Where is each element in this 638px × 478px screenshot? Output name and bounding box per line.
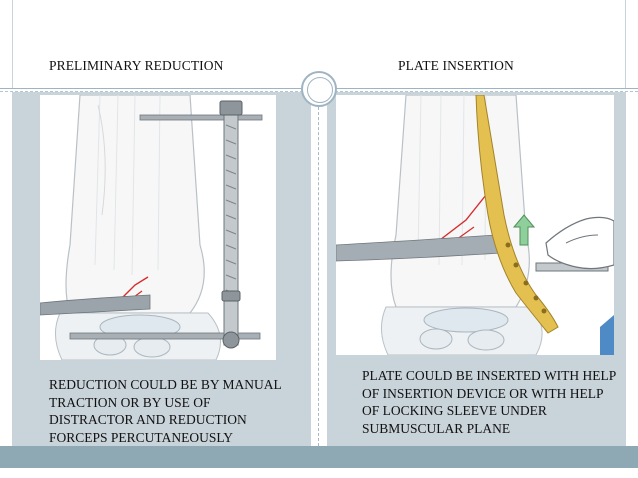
distractor-illustration [40, 95, 276, 360]
plate-insertion-illustration [336, 95, 614, 355]
left-heading: PRELIMINARY REDUCTION [49, 58, 224, 73]
left-caption: REDUCTION COULD BE BY MANUAL TRACTION OR… [49, 377, 282, 445]
right-heading: PLATE INSERTION [398, 58, 514, 73]
right-caption: PLATE COULD BE INSERTED WITH HELP OF INS… [362, 368, 616, 436]
distractor-drawing [40, 95, 263, 360]
footer-band [0, 446, 638, 468]
circle-ornament-icon [301, 71, 337, 107]
header-frame [12, 0, 626, 88]
footer-margin [0, 468, 638, 478]
panel-divider [318, 92, 320, 446]
plate-insertion-drawing [336, 95, 614, 355]
